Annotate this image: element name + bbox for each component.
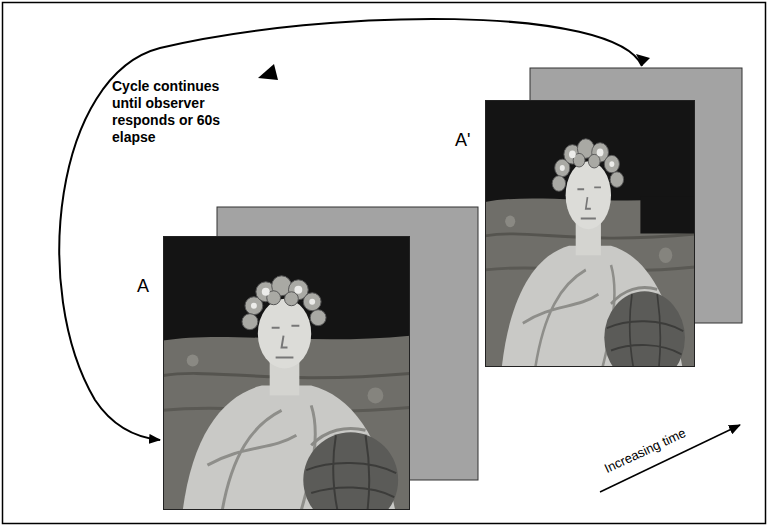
- scene-photo: [163, 236, 410, 510]
- scene-photo: [485, 100, 695, 367]
- image-panel: A: [163, 236, 410, 510]
- cycle-note: Cycle continues until observer responds …: [112, 78, 224, 146]
- image-label: A': [455, 130, 470, 151]
- image-label: A: [137, 276, 149, 297]
- arrow-head: [258, 64, 278, 80]
- image-panel: A': [485, 100, 695, 367]
- arrow-head: [636, 54, 650, 66]
